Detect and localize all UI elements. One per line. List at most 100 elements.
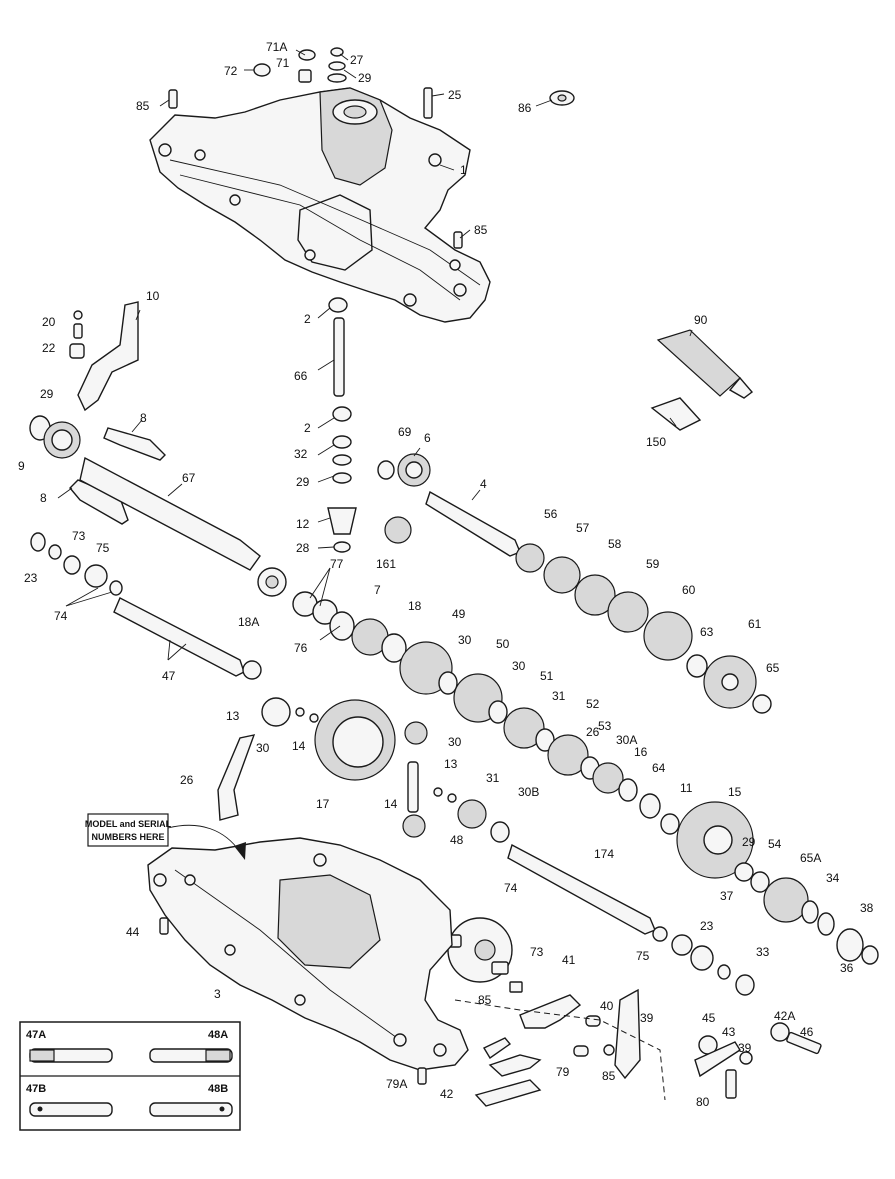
callout: 34 [826,871,840,885]
callout: 39 [738,1041,752,1055]
callout: 18 [408,599,422,613]
callout: 73 [530,945,544,959]
callout: 23 [24,571,38,585]
callout: 29 [296,475,310,489]
callout: 59 [646,557,660,571]
counter-shaft [30,532,262,680]
callout: 30B [518,785,539,799]
callout: 65A [800,851,821,865]
callout: 29 [358,71,372,85]
callout: 7 [374,583,381,597]
callout: 31 [552,689,566,703]
model-note-line2: NUMBERS HERE [91,832,164,842]
callout: 30 [512,659,526,673]
mid-gear-stack [292,591,680,835]
callout: 79A [386,1077,407,1091]
differential [217,697,510,843]
callout: 161 [376,557,396,571]
callout: 76 [294,641,308,655]
callout: 75 [636,949,650,963]
callout: 49 [452,607,466,621]
callout: 51 [540,669,554,683]
model-note-line1: MODEL and SERIAL [85,819,172,829]
callout: 77 [330,557,344,571]
inset-47b: 47B [26,1083,46,1095]
callout: 18A [238,615,259,629]
callout: 2 [304,421,311,435]
vertical-input-shaft [327,297,357,553]
callout: 54 [768,837,782,851]
callout: 74 [504,881,518,895]
callout: 33 [756,945,770,959]
callout: 9 [18,459,25,473]
callout: 46 [800,1025,814,1039]
callout: 15 [728,785,742,799]
callout: 22 [42,341,56,355]
callout: 8 [140,411,147,425]
callout: 2 [304,312,311,326]
brake-linkage [474,988,822,1107]
callout: 29 [40,387,54,401]
callout: 64 [652,761,666,775]
callout: 174 [594,847,614,861]
callout: 50 [496,637,510,651]
callout: 80 [696,1095,710,1109]
callout: 58 [608,537,622,551]
callout: 30 [448,735,462,749]
callout: 14 [384,797,398,811]
callout: 32 [294,447,308,461]
leader-lines [57,49,693,661]
callout: 10 [146,289,160,303]
callout: 36 [840,961,854,975]
callout: 67 [182,471,196,485]
callout: 26 [180,773,194,787]
callout: 47 [162,669,176,683]
callout: 66 [294,369,308,383]
callout: 23 [700,919,714,933]
callout: 40 [600,999,614,1013]
callout: 6 [424,431,431,445]
lower-housing [147,837,469,1085]
callout: 60 [682,583,696,597]
callout: 43 [722,1025,736,1039]
callout: 63 [700,625,714,639]
callout: 61 [748,617,762,631]
callout: 85 [474,223,488,237]
axle-shaft [507,801,879,996]
inset-48a: 48A [208,1029,228,1041]
callout: 69 [398,425,412,439]
callout: 30 [458,633,472,647]
callout: 12 [296,517,310,531]
brake-shaft-assembly [29,415,287,597]
callout: 85 [478,993,492,1007]
callout: 17 [316,797,330,811]
upper-housing [149,87,491,323]
callout: 52 [586,697,600,711]
callout: 65 [766,661,780,675]
callout-labels: 71A 27 72 71 29 85 25 86 1 85 20 10 22 2… [18,40,874,1109]
callout: 85 [602,1069,616,1083]
callout: 26 [586,725,600,739]
callout: 41 [562,953,576,967]
callout: 16 [634,745,648,759]
shaft-variant-inset: 47A 48A 47B 48B [19,1021,241,1131]
callout: 1 [460,163,467,177]
shift-fork [69,301,139,412]
callout: 48 [450,833,464,847]
callout: 29 [742,835,756,849]
callout: 73 [72,529,86,543]
callout: 42A [774,1009,795,1023]
callout: 30 [256,741,270,755]
inset-47a: 47A [26,1029,46,1041]
callout: 28 [296,541,310,555]
brake-disc-assembly [444,917,523,993]
callout: 14 [292,739,306,753]
callout: 4 [480,477,487,491]
callout: 79 [556,1065,570,1079]
callout: 86 [518,101,532,115]
callout: 30A [616,733,637,747]
sealant-tube [650,329,754,431]
callout: 56 [544,507,558,521]
callout: 71 [276,56,290,70]
